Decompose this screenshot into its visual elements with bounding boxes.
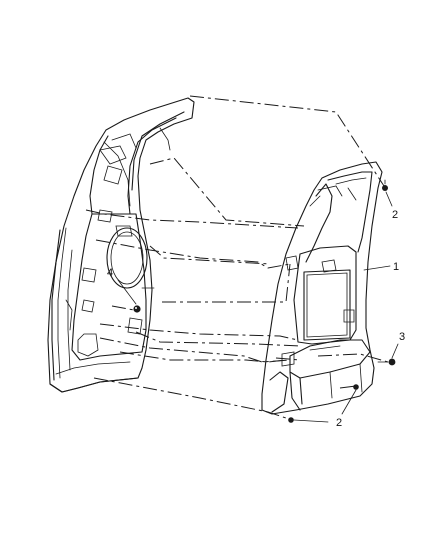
door-shell	[47, 97, 195, 393]
callout-screw: 3	[399, 331, 405, 343]
upper-fastener	[382, 179, 388, 191]
callout-upper-fastener: 2	[392, 209, 398, 221]
screw-fastener	[377, 358, 396, 366]
leader-lines	[85, 95, 389, 419]
lower-fastener-left	[288, 417, 294, 423]
trim-panel	[261, 161, 383, 415]
push-pin-fastener	[133, 305, 141, 313]
callout-push-pin: 4	[107, 267, 113, 279]
lower-fastener-right	[353, 384, 359, 390]
callout-leaders	[117, 191, 399, 423]
callout-trim-panel: 1	[393, 261, 399, 273]
callout-lower-fastener: 2	[336, 417, 342, 429]
